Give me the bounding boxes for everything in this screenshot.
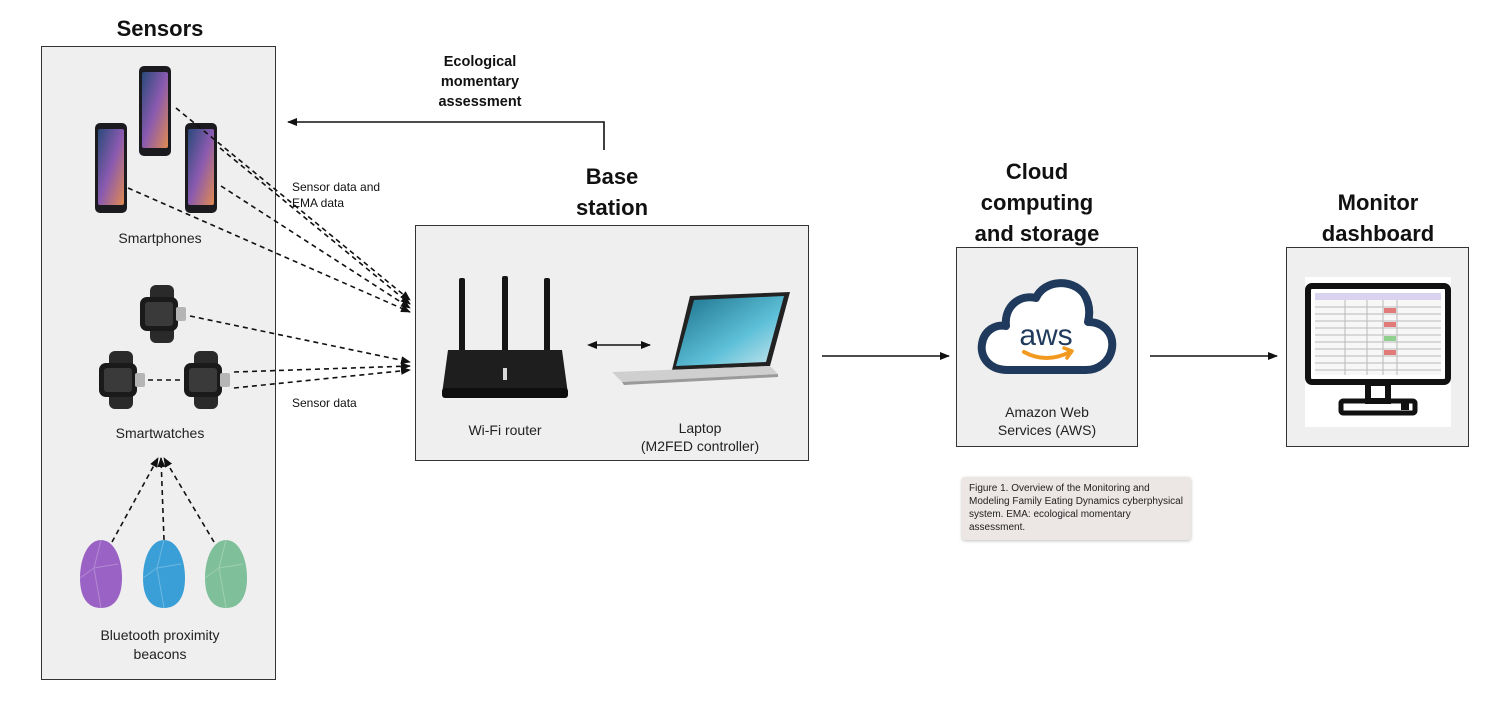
- laptop-icon: [612, 292, 790, 385]
- sensors-heading: Sensors: [116, 16, 204, 41]
- smartwatch-icon: [184, 351, 230, 409]
- beacon-shape: [80, 540, 122, 608]
- aws-cloud-icon: aws: [977, 279, 1117, 374]
- monitor-heading-line1: Monitor: [1337, 190, 1419, 215]
- sensor-data-label: Sensor data: [292, 396, 357, 410]
- base-station-heading-line2: station: [575, 195, 649, 220]
- cloud-heading-line2: computing: [980, 190, 1094, 215]
- beacon-icon: [204, 539, 247, 609]
- beacon-icon: [142, 539, 185, 609]
- watch-to-base-arrow: [189, 315, 411, 365]
- smartphone-icon: [139, 66, 171, 156]
- watch-to-base-arrow: [233, 366, 411, 389]
- figure-caption: Figure 1. Overview of the Monitoring and…: [962, 477, 1191, 540]
- sensor-ema-label-line1: Sensor data and: [292, 180, 381, 194]
- smartphone-icon: [185, 123, 217, 213]
- aws-label-line1: Amazon Web: [1005, 404, 1089, 420]
- ema-label-line1: Ecological: [443, 54, 517, 70]
- phone-to-base-arrow: [127, 187, 411, 313]
- aws-label-line2: Services (AWS): [997, 422, 1097, 438]
- router-label: Wi-Fi router: [468, 422, 542, 438]
- router-icon: [442, 276, 568, 398]
- smartphones-label: Smartphones: [118, 230, 202, 246]
- phone-to-base-arrow: [219, 147, 411, 305]
- beacon-shape: [143, 540, 185, 608]
- smartwatch-icon: [140, 285, 186, 343]
- ema-label-line3: assessment: [438, 94, 522, 110]
- ema-arrow: [287, 118, 605, 150]
- laptop-label-line1: Laptop: [678, 420, 722, 436]
- watch-to-base-arrow: [233, 362, 411, 373]
- beacons-label-line2: beacons: [133, 646, 187, 662]
- beacon-shape: [205, 540, 247, 608]
- sensor-ema-label-line2: EMA data: [292, 196, 345, 210]
- ema-label-line2: momentary: [440, 74, 520, 90]
- phone-to-base-arrow: [220, 185, 411, 309]
- smartphone-icon: [95, 123, 127, 213]
- base-station-heading-line1: Base: [585, 164, 639, 189]
- cloud-heading-line1: Cloud: [1005, 159, 1069, 184]
- laptop-label-line2: (M2FED controller): [640, 438, 760, 454]
- phone-to-base-arrow: [175, 107, 411, 301]
- smartwatches-label: Smartwatches: [115, 425, 205, 441]
- smartwatch-icon: [99, 351, 145, 409]
- cloud-heading-line3: and storage: [974, 221, 1100, 246]
- beacon-icon: [79, 539, 122, 609]
- beacon-to-watch-arrow: [157, 457, 166, 541]
- beacon-to-watch-arrow: [111, 457, 159, 543]
- monitor-icon: [1305, 277, 1451, 427]
- beacon-to-watch-arrow: [163, 457, 215, 543]
- monitor-heading-line2: dashboard: [1321, 221, 1435, 246]
- beacons-label-line1: Bluetooth proximity: [100, 627, 220, 643]
